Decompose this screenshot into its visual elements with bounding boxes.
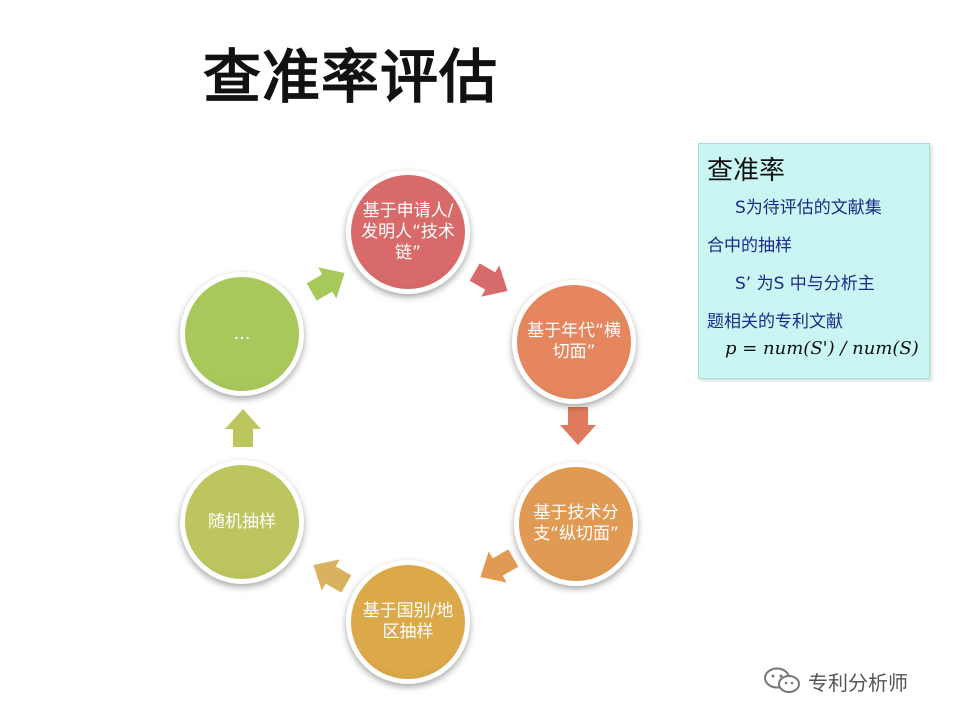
precision-formula: p = num(S') / num(S) [725,338,919,359]
cycle-node-tech-branch: 基于技术分支“纵切面” [514,462,638,586]
arrow-right-icon [307,267,345,301]
node-label: 基于国别/地区抽样 [362,601,454,642]
node-label: 随机抽样 [208,511,276,532]
wechat-icon [764,667,800,693]
infobox-line: S为待评估的文献集 [735,198,882,218]
infobox-line: S’ 为S 中与分析主 [735,274,875,294]
infobox-line: 合中的抽样 [707,236,792,256]
precision-definition-box: 查准率 S为待评估的文献集 合中的抽样 S’ 为S 中与分析主 题相关的专利文献… [698,143,930,379]
cycle-node-ellipsis: … [180,272,304,396]
cycle-node-random-sampling: 随机抽样 [180,460,304,584]
arrow-right-icon [470,263,508,297]
cycle-node-country-sampling: 基于国别/地区抽样 [346,560,470,684]
arrow-left-icon [313,559,351,593]
node-label: … [233,323,251,344]
node-label: 基于申请人/发明人“技术链” [361,200,455,263]
infobox-heading: 查准率 [707,156,786,186]
page-title: 查准率评估 [203,43,499,111]
node-label: 基于年代“横切面” [527,321,621,362]
arrow-left-icon [480,549,518,583]
arrow-down-icon [560,407,596,445]
cycle-node-applicant-chain: 基于申请人/发明人“技术链” [346,170,470,294]
node-label: 基于技术分支“纵切面” [533,503,619,544]
cycle-node-era-cross-section: 基于年代“横切面” [512,280,636,404]
watermark-text: 专利分析师 [808,670,908,695]
infobox-line: 题相关的专利文献 [707,312,843,332]
watermark: 专利分析师 [762,666,908,696]
arrow-up-icon [225,409,261,447]
